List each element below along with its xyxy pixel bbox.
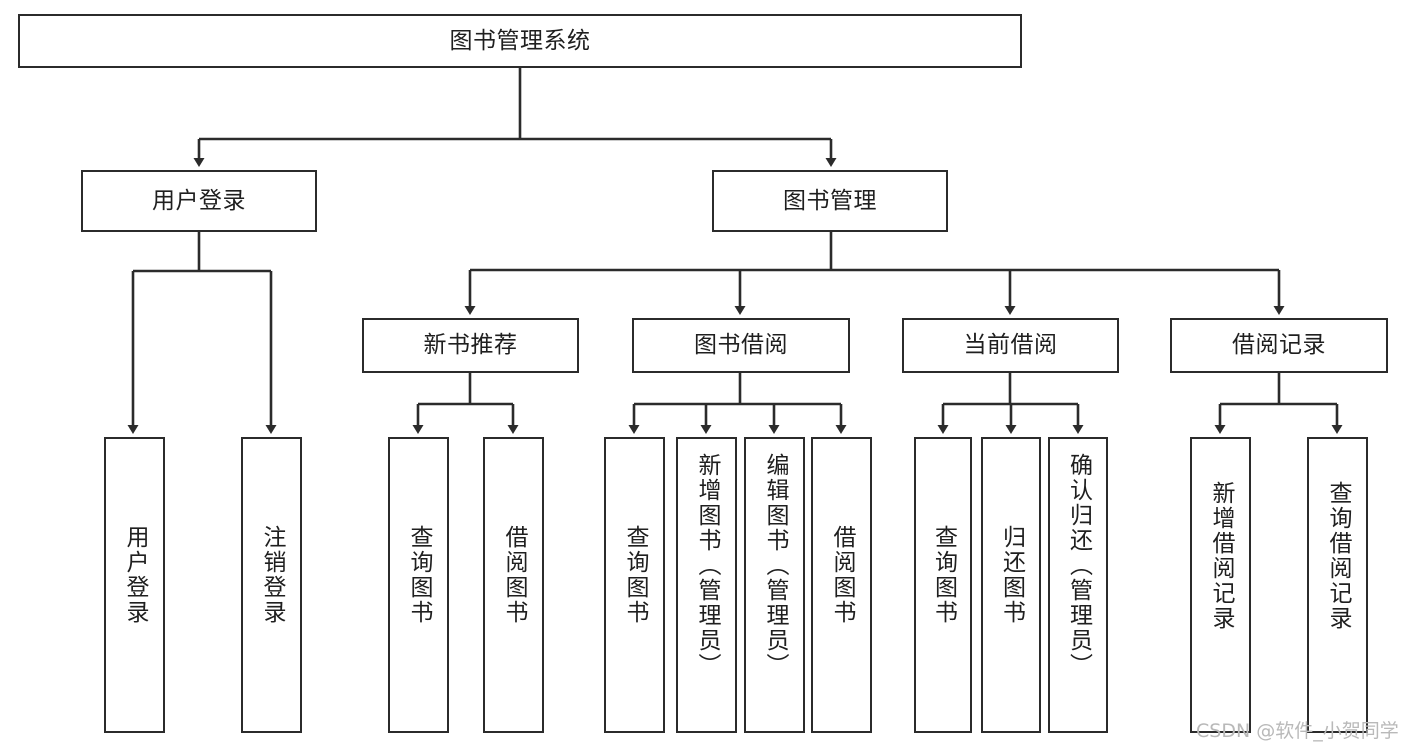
leaf-query-record[interactable]: 查询借阅记录 [1307,437,1368,733]
node-user-login[interactable]: 用户登录 [81,170,317,232]
leaf-edit-book-label: 编辑图书（管理员） [762,453,789,678]
node-current-borrow-label: 当前借阅 [963,332,1058,359]
leaf-query-book-2[interactable]: 查询图书 [604,437,665,733]
leaf-query-book-3-label: 查询图书 [930,525,957,625]
leaf-query-book-2-label: 查询图书 [622,525,649,625]
leaf-return-book[interactable]: 归还图书 [981,437,1041,733]
leaf-user-login-label: 用户登录 [122,525,149,625]
node-book-borrow-label: 图书借阅 [694,332,788,359]
node-borrow-record[interactable]: 借阅记录 [1170,318,1388,373]
leaf-add-book[interactable]: 新增图书（管理员） [676,437,737,733]
leaf-logout-label: 注销登录 [259,525,286,625]
leaf-edit-book[interactable]: 编辑图书（管理员） [744,437,805,733]
leaf-confirm-return[interactable]: 确认归还（管理员） [1048,437,1108,733]
node-current-borrow[interactable]: 当前借阅 [902,318,1119,373]
node-book-management-label: 图书管理 [783,187,877,214]
leaf-borrow-book-2[interactable]: 借阅图书 [811,437,872,733]
node-user-login-label: 用户登录 [152,187,246,214]
node-borrow-record-label: 借阅记录 [1232,332,1326,359]
leaf-add-record-label: 新增借阅记录 [1208,481,1235,631]
leaf-add-record[interactable]: 新增借阅记录 [1190,437,1251,733]
leaf-add-book-label: 新增图书（管理员） [694,453,721,678]
node-book-borrow[interactable]: 图书借阅 [632,318,850,373]
leaf-return-book-label: 归还图书 [998,525,1025,625]
leaf-logout[interactable]: 注销登录 [241,437,302,733]
watermark: CSDN @软件_小贺同学 [1196,720,1399,742]
leaf-borrow-book-2-label: 借阅图书 [829,525,856,625]
leaf-borrow-book-1[interactable]: 借阅图书 [483,437,544,733]
leaf-query-book-3[interactable]: 查询图书 [914,437,972,733]
node-new-book-recommend-label: 新书推荐 [423,332,518,359]
node-root-label: 图书管理系统 [449,27,591,54]
leaf-confirm-return-label: 确认归还（管理员） [1065,453,1092,678]
node-new-book-recommend[interactable]: 新书推荐 [362,318,579,373]
leaf-user-login[interactable]: 用户登录 [104,437,165,733]
leaf-query-book-1[interactable]: 查询图书 [388,437,449,733]
leaf-borrow-book-1-label: 借阅图书 [501,525,528,625]
node-root[interactable]: 图书管理系统 [18,14,1022,68]
leaf-query-book-1-label: 查询图书 [406,525,433,625]
node-book-management[interactable]: 图书管理 [712,170,948,232]
leaf-query-record-label: 查询借阅记录 [1325,481,1352,631]
